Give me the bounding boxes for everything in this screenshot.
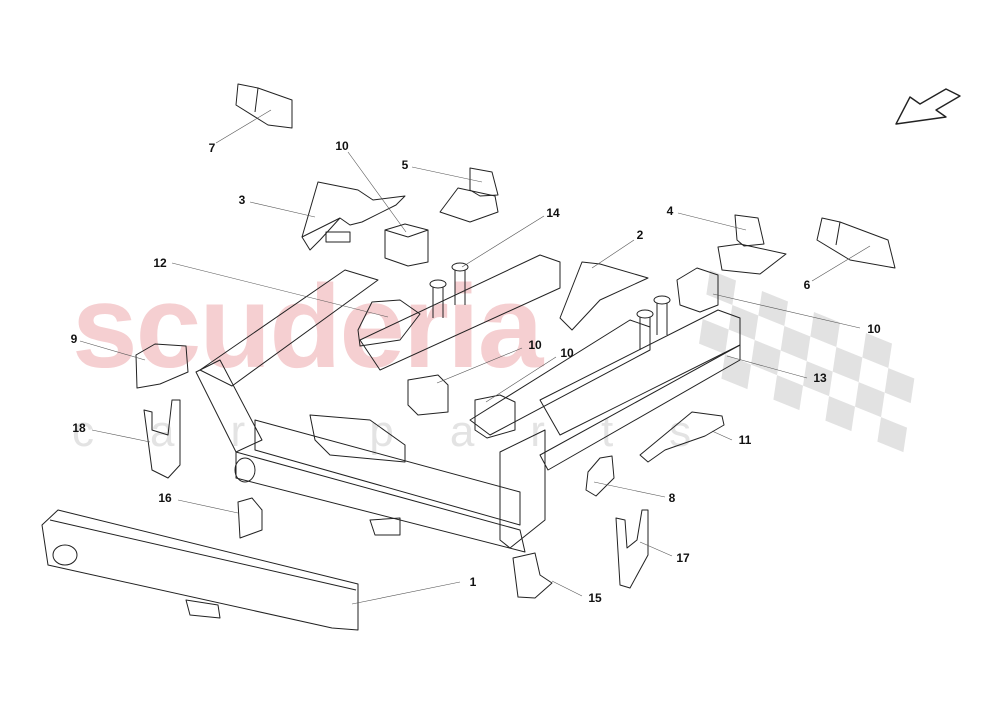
callout-label-10[interactable]: 10	[335, 139, 349, 153]
part-9	[135, 343, 189, 389]
callout-label-12[interactable]: 12	[153, 256, 167, 270]
part-3	[301, 181, 406, 251]
part-15	[512, 552, 553, 599]
callout-label-17[interactable]: 17	[676, 551, 690, 565]
callout-label-10[interactable]: 10	[560, 346, 574, 360]
callout-label-15[interactable]: 15	[588, 591, 602, 605]
part-7	[235, 83, 293, 129]
callout-label-13[interactable]: 13	[813, 371, 827, 385]
callout-label-8[interactable]: 8	[668, 491, 676, 505]
main-frame	[195, 254, 741, 553]
part-10-right	[676, 267, 719, 313]
part-16	[237, 497, 263, 539]
callout-label-18[interactable]: 18	[72, 421, 86, 435]
part-6	[816, 217, 896, 269]
callout-label-7[interactable]: 7	[208, 141, 216, 155]
callout-label-9[interactable]: 9	[70, 332, 78, 346]
part-8	[585, 455, 615, 497]
callout-label-10[interactable]: 10	[528, 338, 542, 352]
callout-label-3[interactable]: 3	[238, 193, 246, 207]
callout-label-10[interactable]: 10	[867, 322, 881, 336]
callout-label-16[interactable]: 16	[158, 491, 172, 505]
part-5	[439, 167, 499, 223]
part-10-centre	[407, 374, 516, 439]
part-1	[41, 509, 359, 631]
callout-label-4[interactable]: 4	[666, 204, 674, 218]
part-12	[357, 299, 421, 347]
callout-label-5[interactable]: 5	[401, 158, 409, 172]
callout-label-2[interactable]: 2	[636, 228, 644, 242]
callout-label-6[interactable]: 6	[803, 278, 811, 292]
part-2	[559, 261, 649, 331]
part-11	[639, 411, 725, 463]
part-4	[717, 214, 787, 275]
part-17	[615, 509, 649, 589]
part-18	[143, 399, 181, 479]
part-10-upper	[384, 223, 429, 267]
callout-label-11[interactable]: 11	[738, 433, 752, 447]
watermark-subtitle-text: car parts	[72, 407, 748, 456]
callout-label-1[interactable]: 1	[469, 575, 477, 589]
callout-label-14[interactable]: 14	[546, 206, 560, 220]
direction-arrow-icon	[895, 88, 961, 125]
